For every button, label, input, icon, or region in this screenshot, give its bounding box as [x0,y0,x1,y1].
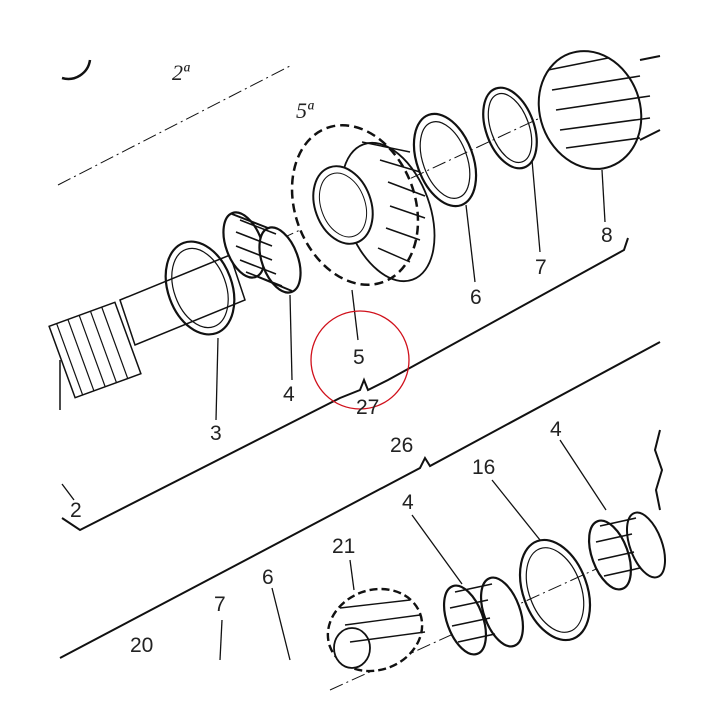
label-16: 16 [472,456,495,479]
label-2: 2 [70,499,82,522]
gear-mark-fifth: 5ª [296,98,314,123]
label-4-right: 4 [550,418,562,441]
label-7-upper: 7 [535,256,547,279]
shim-6-upper [412,112,478,208]
label-4-lower: 4 [402,491,414,514]
axis-line-upper-left [57,65,291,186]
partial-part-outline [61,59,92,81]
label-26: 26 [390,434,413,457]
circlip-7-upper [482,86,538,170]
needle-bearing-4-right [587,511,667,591]
needle-bearing-4-lower [442,576,525,656]
label-6-upper: 6 [470,286,482,309]
label-21: 21 [332,535,355,558]
label-3: 3 [210,422,222,445]
label-4-upper: 4 [283,383,295,406]
fifth-gear [290,124,436,286]
thrust-washer-3 [164,240,236,336]
label-20: 20 [130,634,153,657]
label-6-lower: 6 [262,566,274,589]
label-5: 5 [353,346,365,369]
sleeve-gear-8 [537,50,661,170]
highlight-circle [310,310,410,410]
label-7-lower: 7 [214,593,226,616]
gear-21 [326,587,426,673]
main-shaft [48,254,246,410]
label-8: 8 [601,224,613,247]
needle-bearing-4-upper [222,211,302,294]
group-bracket-27 [61,237,629,532]
leader-lines [61,159,607,661]
washer-16 [518,538,592,642]
group-bracket-26 [59,341,661,659]
gear-mark-second: 2ª [172,60,190,85]
label-27: 27 [356,396,379,419]
partial-gear-right [653,429,664,511]
